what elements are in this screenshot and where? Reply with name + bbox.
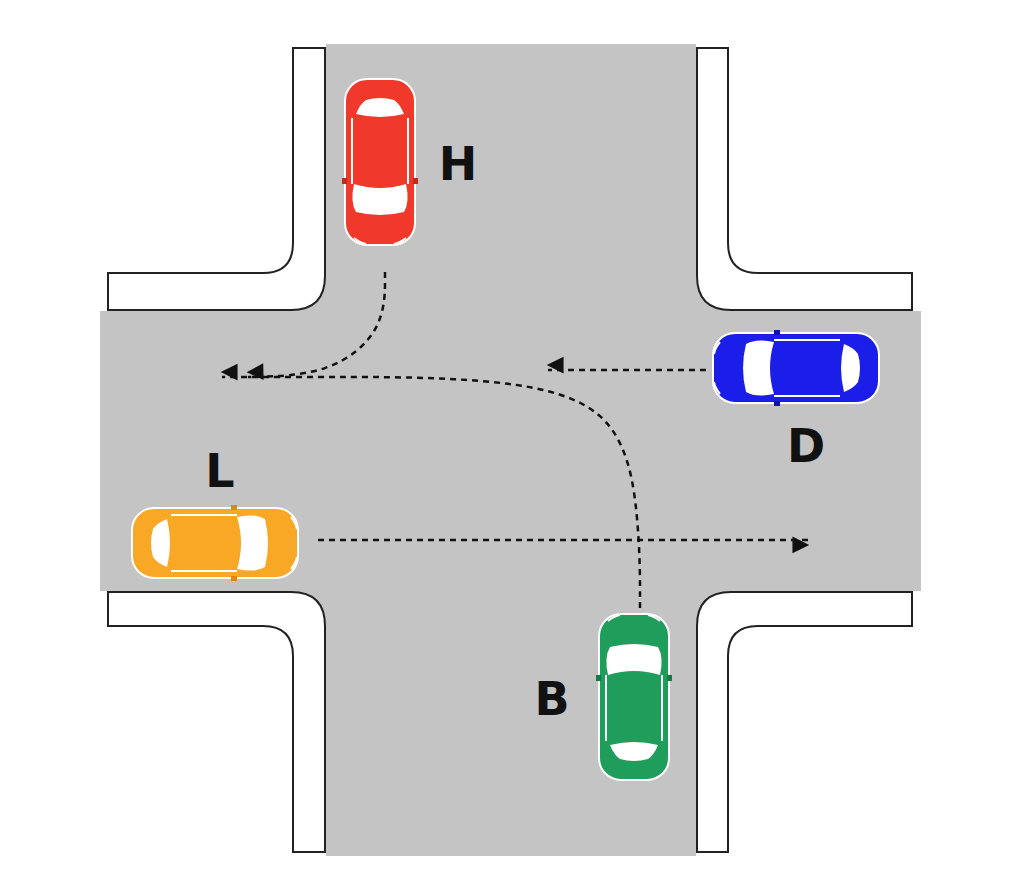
path-arrow — [248, 272, 385, 377]
car-label: D — [787, 423, 825, 469]
path-arrow — [548, 369, 706, 372]
car — [596, 614, 672, 780]
roadway — [108, 49, 912, 851]
car-label: B — [534, 676, 569, 722]
path-arrow — [318, 539, 808, 542]
car — [713, 330, 879, 406]
car — [132, 505, 298, 581]
sidewalk — [108, 48, 912, 852]
path-arrows — [222, 272, 808, 608]
car-label: L — [205, 448, 234, 494]
car-label: H — [439, 141, 478, 187]
road — [100, 44, 921, 856]
cars — [132, 79, 879, 780]
car — [342, 79, 418, 245]
